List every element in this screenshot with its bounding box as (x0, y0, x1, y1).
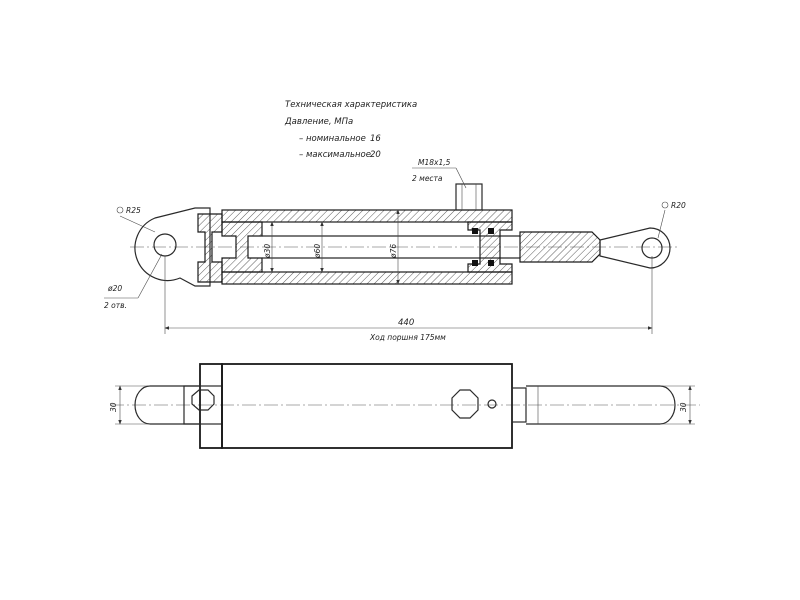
bleed-plug (487, 399, 497, 409)
specs-title: Техническая характеристика (285, 100, 417, 110)
section-view: ø30 ø60 ø76 (130, 183, 680, 287)
overall-dimension: 440 Ход поршня 175мм (164, 256, 653, 342)
barrel-top-wall (221, 209, 513, 223)
left-rod-end (134, 385, 200, 425)
rod-gland (467, 221, 513, 273)
max-value: 20 (370, 150, 381, 160)
right-gland-nut (511, 387, 527, 423)
rod-end-fitting (519, 231, 601, 263)
port-thread-label: М18х1,5 (418, 158, 451, 167)
right-rod-end (526, 385, 676, 425)
port-count-label: 2 места (412, 174, 443, 183)
seal-top (472, 228, 478, 234)
section-annotations: М18х1,5 2 места R25 R20 ø20 2 отв. (104, 158, 686, 310)
right-clevis (599, 227, 671, 269)
left-cap-block (199, 363, 223, 449)
hole-diameter-label: ø20 (107, 284, 122, 293)
left-eye-hole (153, 233, 177, 257)
port-hex-fitting (451, 389, 479, 419)
stroke-label: Ход поршня 175мм (369, 333, 446, 342)
left-width-label: 30 (109, 402, 118, 412)
right-eye-hole (641, 237, 663, 259)
left-clevis (134, 207, 211, 287)
piston-diameter-label: ø60 (313, 244, 322, 259)
barrel-bottom-wall (221, 271, 513, 285)
left-radius-label: R25 (126, 206, 141, 215)
nominal-value: 16 (370, 134, 381, 144)
plan-view (110, 363, 700, 449)
pressure-label: Давление, МПа (284, 117, 353, 127)
width-dimensions: 30 30 (109, 385, 695, 425)
max-label: – максимальное (299, 150, 371, 160)
right-width-label: 30 (679, 402, 688, 412)
bore-diameter-label: ø76 (389, 244, 398, 259)
nominal-label: – номинальное (299, 134, 366, 144)
seal-bottom (472, 260, 478, 266)
right-radius-label: R20 (671, 201, 686, 210)
left-hex-fitting (191, 389, 215, 411)
hole-count-label: 2 отв. (104, 301, 127, 310)
left-end-cap (197, 213, 223, 283)
cylinder-body (221, 363, 513, 449)
port-boss (455, 183, 483, 211)
overall-length-label: 440 (398, 318, 414, 328)
technical-specs: Техническая характеристика Давление, МПа… (284, 100, 417, 160)
rod-diameter-label: ø30 (263, 244, 272, 259)
